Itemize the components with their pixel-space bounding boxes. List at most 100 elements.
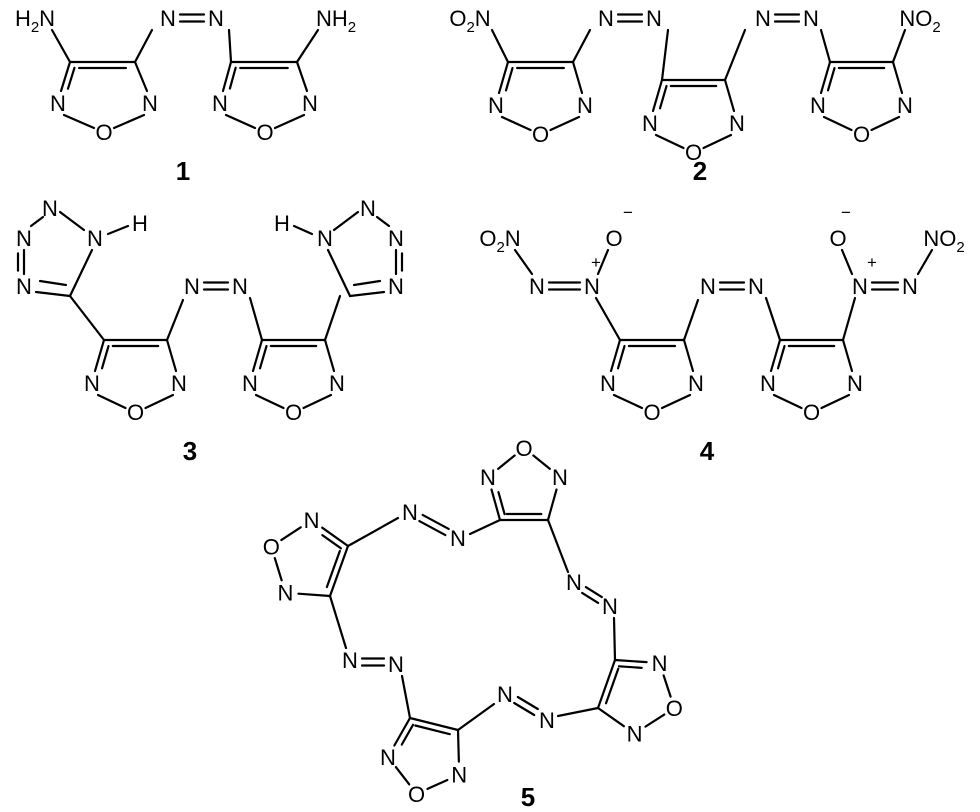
bond-line bbox=[504, 66, 514, 92]
nitrogen-atom: N bbox=[497, 682, 513, 707]
atom-label-part: O bbox=[95, 120, 112, 145]
nitro-group: NO2 bbox=[899, 6, 940, 36]
atom-label-part: N bbox=[171, 371, 187, 396]
atom-label-part: O bbox=[449, 6, 466, 31]
bond-line bbox=[426, 778, 449, 791]
bond-line bbox=[546, 518, 570, 574]
nitrogen-atom: N bbox=[642, 111, 658, 136]
atom-label-part: N bbox=[529, 274, 545, 299]
atom-label-part: N bbox=[388, 652, 404, 677]
bond-line bbox=[723, 28, 747, 82]
atom-label-part: N bbox=[242, 371, 258, 396]
compound-label-4: 4 bbox=[700, 436, 715, 466]
hydrogen-atom: H bbox=[132, 211, 148, 236]
nitrogen-atom: N bbox=[480, 465, 496, 490]
atom-label-part: N bbox=[646, 6, 662, 31]
bond-line bbox=[776, 344, 786, 370]
bond-line bbox=[468, 518, 502, 536]
bond-line bbox=[332, 210, 360, 232]
bond-line bbox=[295, 28, 320, 64]
nitrogen-atom: N bbox=[450, 526, 466, 551]
bond-line bbox=[571, 60, 584, 95]
bond-line bbox=[556, 706, 600, 718]
bond-line bbox=[394, 765, 411, 786]
bond-line bbox=[604, 667, 620, 705]
bond-line bbox=[400, 723, 415, 746]
atom-label-part: N bbox=[232, 274, 248, 299]
atom-label-part: O bbox=[532, 122, 549, 147]
oxygen-atom: O bbox=[643, 400, 660, 425]
bond-line bbox=[400, 674, 412, 720]
oxygen-atom: O bbox=[532, 122, 549, 147]
bond-line bbox=[321, 534, 343, 550]
bond-line bbox=[644, 713, 666, 728]
oxygen-atom: O bbox=[803, 400, 820, 425]
nitrogen-atom: N bbox=[329, 371, 345, 396]
oxygen-atom: O bbox=[256, 120, 273, 145]
nitrogen-atom: N bbox=[451, 763, 467, 788]
atom-label-part: N bbox=[208, 6, 224, 31]
bond-line bbox=[702, 133, 733, 150]
atom-label-part: N bbox=[160, 6, 176, 31]
bond-line bbox=[660, 28, 670, 82]
nitrogen-atom: N bbox=[577, 93, 593, 118]
atom-label-part: N bbox=[505, 226, 521, 251]
oxygen-atom: O bbox=[515, 436, 532, 461]
bond-line bbox=[841, 296, 857, 342]
nitrogen-atom: N bbox=[760, 371, 776, 396]
nitrogen-atom: N bbox=[688, 371, 704, 396]
nitrogen-atom: N bbox=[208, 6, 224, 31]
bond-line bbox=[532, 454, 551, 470]
atom-label-part: 2 bbox=[348, 19, 356, 36]
bond-line bbox=[658, 84, 668, 110]
compound-label-2: 2 bbox=[693, 156, 707, 186]
bond-line bbox=[769, 338, 782, 373]
compound-label-5: 5 bbox=[521, 782, 535, 812]
oxygen-atom: O bbox=[95, 120, 112, 145]
bond-line bbox=[224, 113, 257, 130]
nitrogen-atom: N bbox=[402, 500, 418, 525]
atom-label-part: N bbox=[566, 570, 582, 595]
oxygen-atom: O bbox=[285, 400, 302, 425]
bond-line bbox=[497, 454, 516, 470]
atom-label-part: O bbox=[853, 122, 870, 147]
atom-label-part: N bbox=[184, 274, 200, 299]
atom-label-part: N bbox=[450, 526, 466, 551]
nitrogen-atom: N bbox=[380, 745, 396, 770]
oxygen-atom: O bbox=[408, 782, 425, 807]
atom-label-part: N bbox=[760, 371, 776, 396]
bond-line bbox=[916, 248, 934, 276]
nitrogen-atom: N bbox=[184, 274, 200, 299]
oxygen-atom: O bbox=[127, 400, 144, 425]
bond-line bbox=[133, 60, 149, 93]
oxygen-atom: O bbox=[605, 226, 622, 251]
atom-label-part: N bbox=[847, 371, 863, 396]
nitrogen-atom: N bbox=[847, 371, 863, 396]
atom-label-part: O bbox=[263, 535, 280, 560]
bond-line bbox=[660, 393, 692, 410]
atom-label-part: N bbox=[84, 371, 100, 396]
atom-label-part: N bbox=[577, 93, 593, 118]
bond-line bbox=[323, 294, 342, 342]
atom-label-part: N bbox=[897, 93, 913, 118]
bond-line bbox=[616, 344, 626, 370]
atom-label-part: N bbox=[16, 274, 32, 299]
atom-label-part: N bbox=[388, 226, 404, 251]
bond-line bbox=[165, 298, 185, 342]
bond-line bbox=[68, 248, 94, 298]
bond-line bbox=[112, 113, 146, 130]
bond-line bbox=[258, 344, 268, 370]
atom-label-part: 2 bbox=[466, 19, 474, 36]
atom-label-part: N bbox=[50, 91, 66, 116]
oxygen-atom: O bbox=[829, 226, 846, 251]
bond-line bbox=[596, 658, 617, 710]
atom-label-part: O bbox=[479, 226, 496, 251]
atom-label-part: N bbox=[627, 722, 643, 747]
bond-line bbox=[497, 60, 510, 95]
nitrogen-atom: N bbox=[304, 508, 320, 533]
bond-line bbox=[302, 393, 333, 410]
atom-label-part: N bbox=[852, 274, 868, 299]
atom-label-part: N bbox=[497, 682, 513, 707]
nitrogen-atom: N bbox=[552, 465, 568, 490]
